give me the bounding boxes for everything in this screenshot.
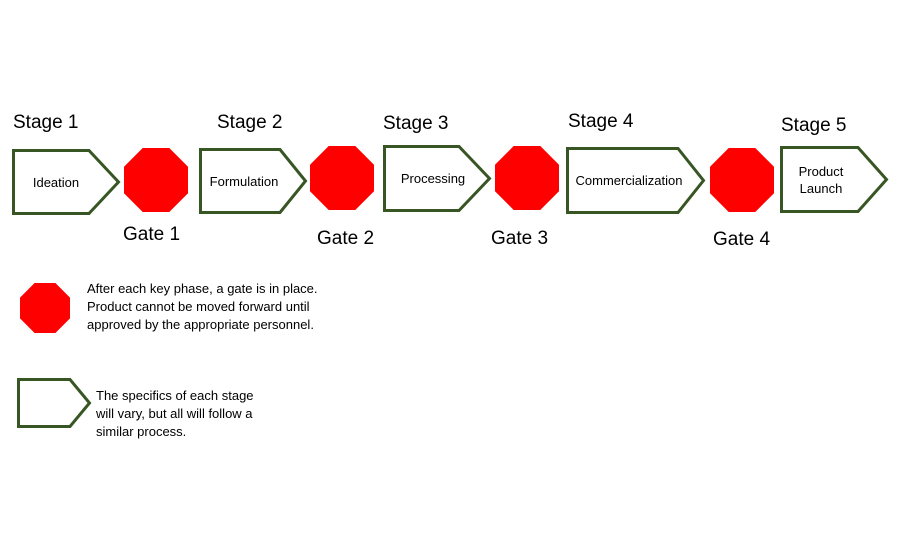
stage-4-label: Commercialization xyxy=(575,173,683,188)
gate-4-label: Gate 4 xyxy=(713,229,771,250)
stage-arrow-shape xyxy=(566,147,706,214)
stage-5-title: Stage 5 xyxy=(781,115,847,136)
gate-4-octagon xyxy=(710,148,774,212)
stage-arrow-shape xyxy=(383,145,492,212)
gate-3-octagon xyxy=(495,146,559,210)
gate-1-label: Gate 1 xyxy=(123,224,181,245)
gate-3-label: Gate 3 xyxy=(491,228,549,249)
legend-stage-shape xyxy=(17,378,92,428)
stage-arrow-shape xyxy=(199,148,308,214)
stage-arrow-shape xyxy=(17,378,92,428)
legend-gate-octagon xyxy=(20,283,70,333)
legend-gate-text: After each key phase, a gate is in place… xyxy=(87,281,318,332)
stage-arrow-shape xyxy=(780,146,889,213)
stage-4-shape: Commercialization xyxy=(566,147,706,214)
stage-2-label: Formulation xyxy=(209,173,279,189)
stage-1-shape: Ideation xyxy=(12,149,121,215)
gate-2-octagon xyxy=(310,146,374,210)
stage-1-label: Ideation xyxy=(32,174,80,190)
legend-stage-text: The specifics of each stage will vary, b… xyxy=(96,388,254,439)
stage-3-label: Processing xyxy=(400,171,466,186)
stage-5-label: Product Launch xyxy=(798,163,844,196)
stage-4-title: Stage 4 xyxy=(568,111,634,132)
stage-2-title: Stage 2 xyxy=(217,112,283,133)
stage-3-title: Stage 3 xyxy=(383,113,449,134)
stage-5-shape: Product Launch xyxy=(780,146,889,213)
stage-2-shape: Formulation xyxy=(199,148,308,214)
stage-1-title: Stage 1 xyxy=(13,112,79,133)
gate-2-label: Gate 2 xyxy=(317,228,375,249)
stage-arrow-shape xyxy=(12,149,121,215)
gate-1-octagon xyxy=(124,148,188,212)
stage-3-shape: Processing xyxy=(383,145,492,212)
